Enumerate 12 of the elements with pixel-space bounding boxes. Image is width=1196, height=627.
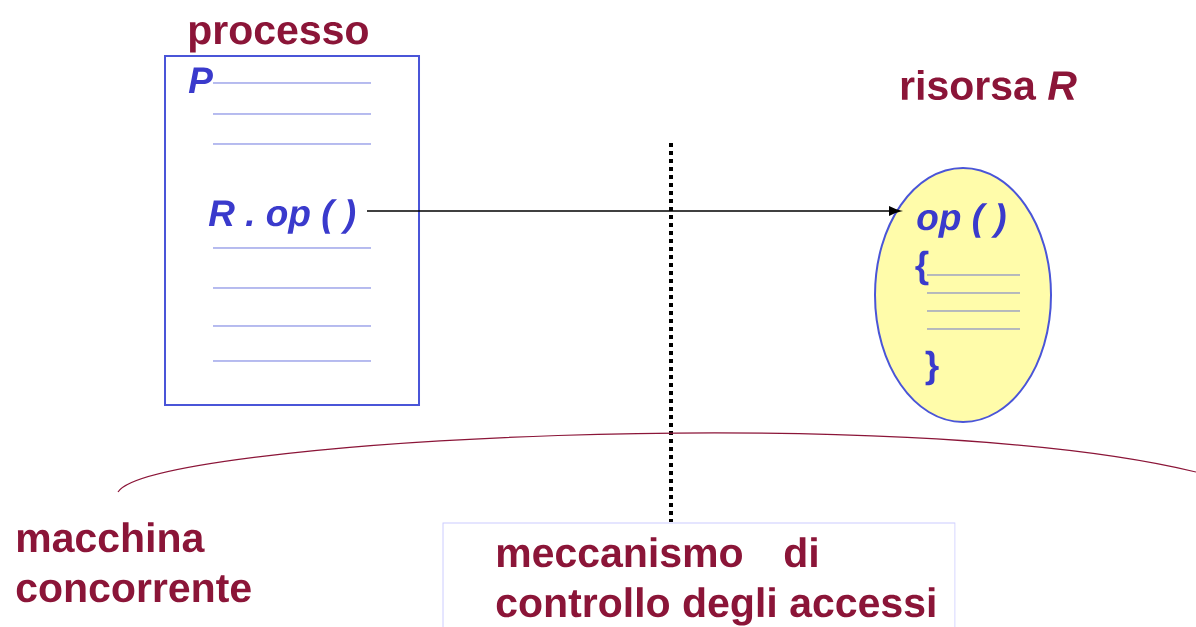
- brace: {: [915, 250, 929, 286]
- brace: }: [925, 350, 939, 386]
- process-name: P: [188, 67, 213, 93]
- heading: risorsa R: [901, 69, 1077, 101]
- arrow: [366, 206, 901, 216]
- label: macchina concorrente: [16, 522, 251, 603]
- mechanism-box: meccanismo di controllo degli accessi: [442, 522, 956, 627]
- process-box: [164, 55, 420, 406]
- resource-ellipse: [874, 167, 1052, 423]
- code-line: op ( ): [917, 203, 1006, 238]
- code-line: R . op ( ): [208, 199, 356, 234]
- heading: processo: [189, 21, 368, 53]
